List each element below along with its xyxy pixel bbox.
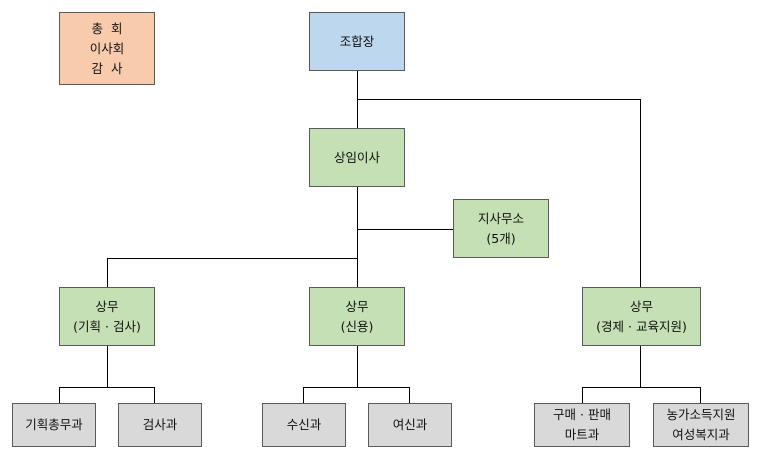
director-planning-title: 상무 [95, 298, 119, 314]
general-assembly-label: 총 회 [91, 20, 123, 36]
connector-credit-right [409, 387, 410, 404]
dept-inspection-label: 검사과 [142, 417, 178, 432]
dept-deposit-label: 수신과 [286, 417, 322, 432]
connector-economy-v [640, 99, 641, 288]
connector-planning-split [59, 387, 155, 388]
governance-box: 총 회 이사회 감 사 [59, 12, 155, 85]
dept-purchase-sales-box: 구매 · 판매 마트과 [534, 403, 630, 447]
director-credit-box: 상무 (신용) [309, 287, 405, 346]
connector-economy-right [700, 387, 701, 404]
dept-planning-general-box: 기획총무과 [12, 403, 96, 447]
connector-planning-h [107, 258, 358, 259]
branch-offices-count: (5개) [486, 230, 516, 246]
dept-inspection-box: 검사과 [118, 403, 202, 447]
branch-offices-label: 지사무소 [477, 210, 524, 226]
branch-offices-box: 지사무소 (5개) [453, 199, 549, 258]
dept-farm-income-box: 농가소득지원 여성복지과 [653, 403, 749, 447]
executive-director-box: 상임이사 [309, 128, 405, 187]
connector-credit-left [303, 387, 304, 404]
connector-economy-left [582, 387, 583, 404]
connector-planning-down [107, 346, 108, 388]
connector-economy-down [640, 346, 641, 388]
dept-loan-box: 여신과 [368, 403, 452, 447]
dept-purchase-sales-line2: 마트과 [564, 427, 600, 442]
dept-purchase-sales-line1: 구매 · 판매 [553, 407, 611, 422]
connector-economy-split [582, 387, 701, 388]
connector-branches [357, 229, 454, 230]
dept-loan-label: 여신과 [392, 417, 428, 432]
dept-farm-income-line2: 여성복지과 [672, 427, 730, 442]
director-planning-sub: (기획 · 검사) [73, 318, 141, 334]
auditor-label: 감 사 [91, 60, 123, 76]
chairman-label: 조합장 [339, 33, 375, 49]
director-planning-box: 상무 (기획 · 검사) [59, 287, 155, 346]
director-economy-box: 상무 (경제 · 교육지원) [582, 287, 701, 346]
connector-credit-down [357, 346, 358, 388]
board-label: 이사회 [89, 40, 125, 56]
director-economy-sub: (경제 · 교육지원) [596, 318, 687, 334]
connector-executive-down [357, 186, 358, 288]
dept-farm-income-line1: 농가소득지원 [666, 407, 736, 422]
connector-planning-right [154, 387, 155, 404]
chairman-box: 조합장 [309, 12, 405, 71]
connector-credit-split [303, 387, 410, 388]
director-economy-title: 상무 [629, 298, 653, 314]
dept-deposit-box: 수신과 [262, 403, 346, 447]
connector-planning-left [59, 387, 60, 404]
executive-director-label: 상임이사 [333, 149, 380, 165]
dept-planning-general-label: 기획총무과 [25, 417, 83, 432]
director-credit-title: 상무 [345, 298, 369, 314]
connector-chairman-economy-h [357, 99, 641, 100]
connector-planning-v [107, 258, 108, 288]
director-credit-sub: (신용) [340, 318, 374, 334]
